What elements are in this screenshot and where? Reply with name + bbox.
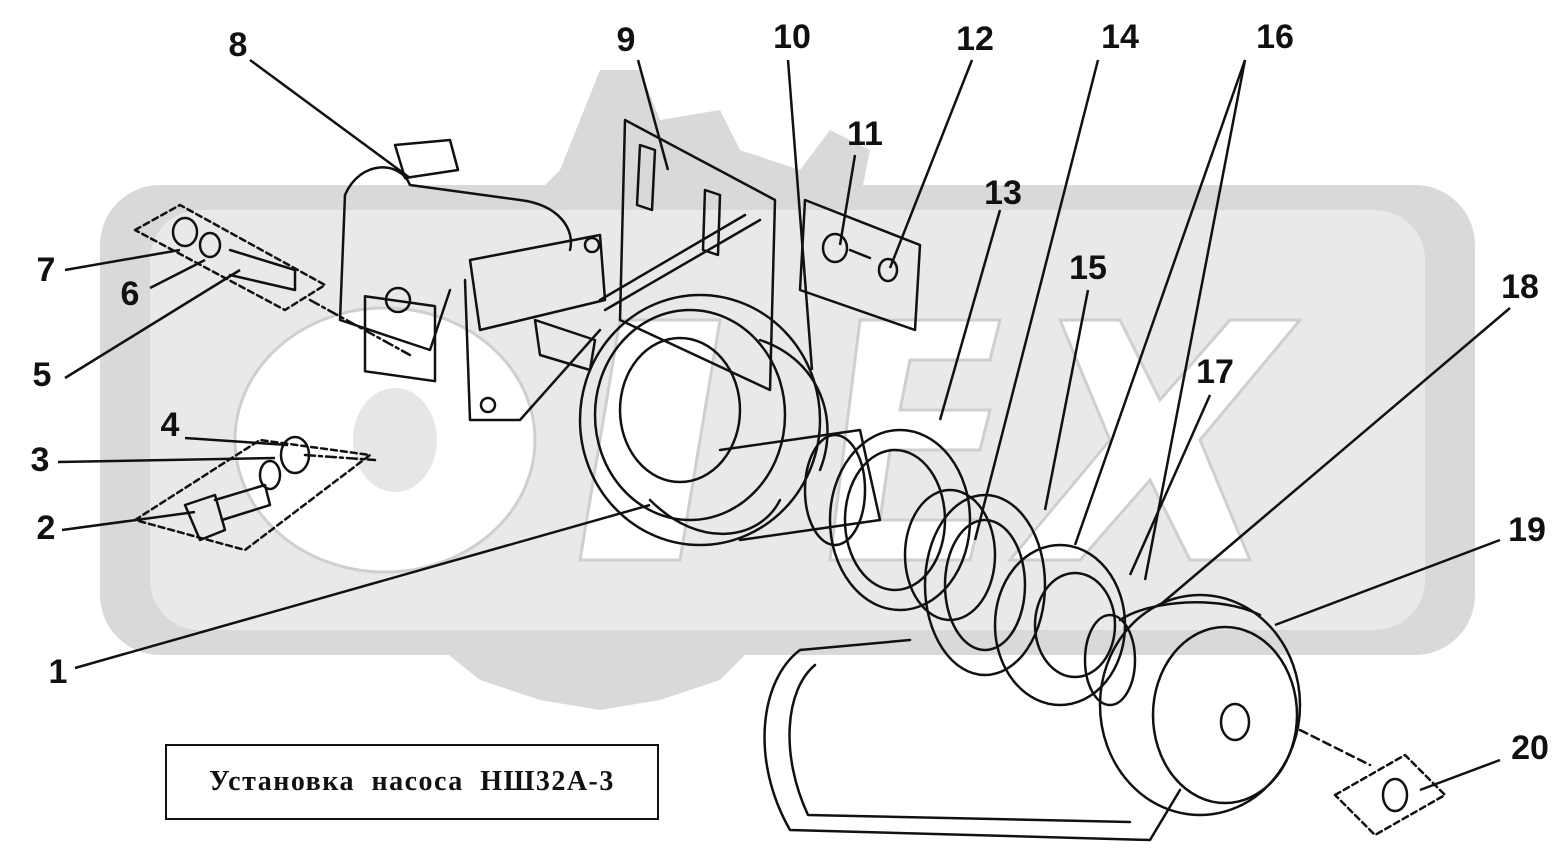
- callout-9: 9: [616, 21, 636, 59]
- callout-17: 17: [1196, 353, 1234, 391]
- callout-8: 8: [228, 26, 248, 64]
- callout-5: 5: [32, 356, 52, 394]
- callout-2: 2: [36, 509, 56, 547]
- callout-14: 14: [1101, 18, 1139, 56]
- callout-3: 3: [30, 441, 50, 479]
- callout-4: 4: [160, 406, 180, 444]
- watermark-letter-x: [1006, 318, 1304, 562]
- callout-19: 19: [1508, 511, 1546, 549]
- v-belt: [763, 638, 1182, 842]
- callout-10: 10: [773, 18, 811, 56]
- pump-body: [338, 138, 607, 422]
- callout-7: 7: [36, 251, 56, 289]
- callout-6: 6: [120, 275, 140, 313]
- callout-1: 1: [48, 653, 68, 691]
- bolt-set-5-7: [133, 203, 327, 312]
- callout-16: 16: [1256, 18, 1294, 56]
- callout-18: 18: [1501, 268, 1539, 306]
- callout-20: 20: [1511, 729, 1549, 767]
- pulley: [1083, 593, 1302, 817]
- diagram-title: Установка насоса НШ32А-3: [209, 766, 615, 797]
- callout-12: 12: [956, 20, 994, 58]
- title-box: Установка насоса НШ32А-3: [165, 744, 659, 820]
- watermark-letter-e: [828, 318, 1002, 562]
- drive-shaft: [718, 428, 882, 547]
- callout-13: 13: [984, 174, 1022, 212]
- bearing-rings: [903, 488, 1047, 677]
- clutch-housing: [578, 293, 829, 547]
- callout-11: 11: [847, 115, 883, 153]
- bolt-set-20: [1298, 728, 1447, 837]
- watermark-logo: [100, 70, 1475, 710]
- bolt-set-11-12: [798, 198, 922, 332]
- callout-15: 15: [1069, 249, 1107, 287]
- bracket-plate: [598, 118, 777, 392]
- leader-lines: [57, 58, 1511, 792]
